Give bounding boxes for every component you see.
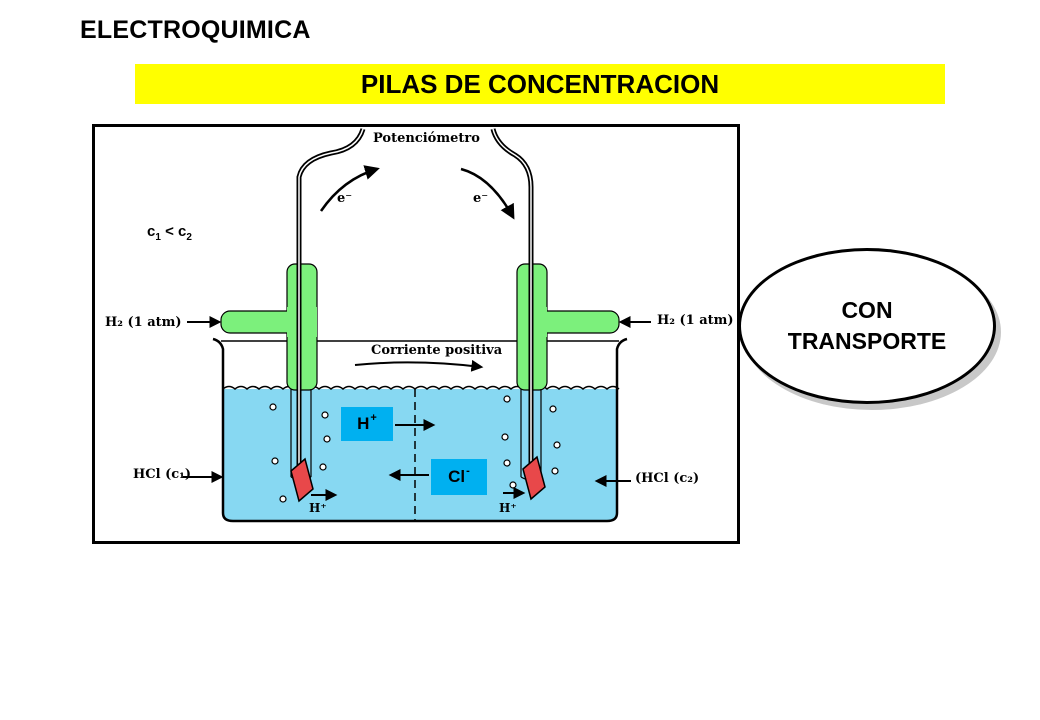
potentiometer-label: Potenciómetro [373, 131, 480, 146]
left-wire-inner [298, 128, 364, 475]
page-header-title: ELECTROQUIMICA [80, 16, 311, 44]
left-platinum-electrode [290, 457, 314, 503]
with-transport-badge: CON TRANSPORTE [738, 248, 996, 404]
electron-arrow-left [319, 165, 380, 212]
cell-drawing [183, 128, 651, 523]
proton-label-left: H⁺ [309, 501, 327, 515]
slide-title-banner: PILAS DE CONCENTRACION [135, 64, 945, 104]
electron-label-left: e⁻ [337, 191, 353, 206]
gas-bubbles [269, 395, 561, 503]
solution-surface-wave [222, 385, 620, 390]
proton-label-right: H⁺ [499, 501, 517, 515]
badge-line-2: TRANSPORTE [787, 328, 947, 354]
current-arrow [354, 359, 484, 372]
slide-title: PILAS DE CONCENTRACION [360, 68, 720, 99]
left-gas-tube-neck [287, 307, 317, 337]
concentration-cell-diagram: c1 < c2 Potenciómetro e⁻ e⁻ H₂ (1 atm) H… [92, 124, 740, 544]
hydrogen-gas-label-right: H₂ (1 atm) [657, 313, 734, 328]
hydrogen-ion-box: H+ [341, 407, 393, 441]
hydrogen-gas-label-left: H₂ (1 atm) [105, 315, 182, 330]
hcl-c2-label: (HCl (c₂) [635, 471, 700, 486]
right-wire-inner [492, 128, 532, 475]
badge-line-1: CON [841, 297, 893, 323]
beaker [212, 337, 628, 523]
chloride-ion-box: Cl- [431, 459, 487, 495]
positive-current-label: Corriente positiva [371, 343, 503, 358]
right-platinum-electrode [522, 455, 546, 501]
hcl-c1-label: HCl (c₁) [133, 467, 192, 482]
electron-label-right: e⁻ [473, 191, 489, 206]
concentration-relation: c1 < c2 [147, 223, 192, 243]
electron-arrow-right [460, 167, 515, 220]
